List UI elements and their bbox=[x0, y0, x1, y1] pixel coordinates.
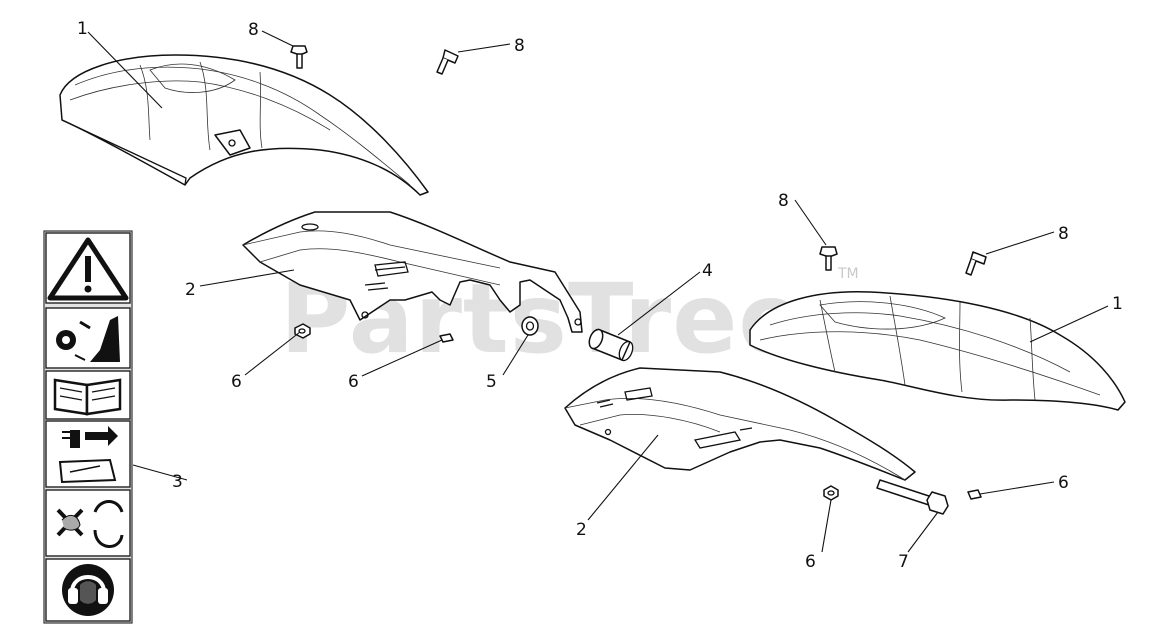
watermark-trademark: TM bbox=[837, 266, 859, 282]
read-manual-icon bbox=[45, 370, 131, 420]
thrown-objects-icon bbox=[45, 307, 131, 369]
nut-left bbox=[294, 323, 311, 339]
screw-top-left bbox=[290, 45, 308, 69]
callout-8-right-b: 8 bbox=[1058, 224, 1069, 244]
callout-6-left: 6 bbox=[231, 372, 242, 392]
washer bbox=[521, 316, 539, 336]
callout-3: 3 bbox=[172, 472, 183, 492]
callout-8-top-left: 8 bbox=[248, 20, 259, 40]
warning-triangle-icon bbox=[45, 232, 131, 304]
callout-1-upper: 1 bbox=[77, 19, 88, 39]
hearing-protection-icon bbox=[45, 558, 131, 622]
callout-1-right: 1 bbox=[1112, 294, 1123, 314]
deflector-plate-upper bbox=[242, 211, 583, 333]
nut-pin-right bbox=[967, 489, 982, 500]
callout-6-lower: 6 bbox=[805, 552, 816, 572]
leader-lines bbox=[87, 30, 1109, 553]
callout-7: 7 bbox=[898, 552, 909, 572]
cover-right bbox=[749, 291, 1126, 411]
callout-6-center: 6 bbox=[348, 372, 359, 392]
callout-2-lower: 2 bbox=[576, 520, 587, 540]
callout-6-right: 6 bbox=[1058, 473, 1069, 493]
disengage-before-service-icon bbox=[45, 420, 131, 488]
cover-upper-left bbox=[59, 54, 429, 196]
spacer-tube bbox=[588, 328, 634, 362]
bolt-long bbox=[876, 479, 949, 515]
deflector-plate-lower bbox=[564, 367, 916, 481]
nut-lower bbox=[823, 485, 839, 501]
callout-5: 5 bbox=[486, 372, 497, 392]
callout-8-top-right: 8 bbox=[514, 36, 525, 56]
screw-top-right bbox=[436, 49, 459, 75]
nut-pin-left bbox=[439, 333, 454, 343]
callout-2-upper: 2 bbox=[185, 280, 196, 300]
keep-hands-away-icon bbox=[45, 489, 131, 557]
screw-right-a bbox=[819, 246, 838, 271]
safety-decal bbox=[43, 230, 133, 624]
callout-4: 4 bbox=[702, 261, 713, 281]
screw-right-b bbox=[965, 251, 987, 276]
callout-8-right-a: 8 bbox=[778, 191, 789, 211]
callout-labels: 1 1 2 2 3 4 5 6 6 6 6 7 8 8 8 8 bbox=[77, 19, 1123, 572]
